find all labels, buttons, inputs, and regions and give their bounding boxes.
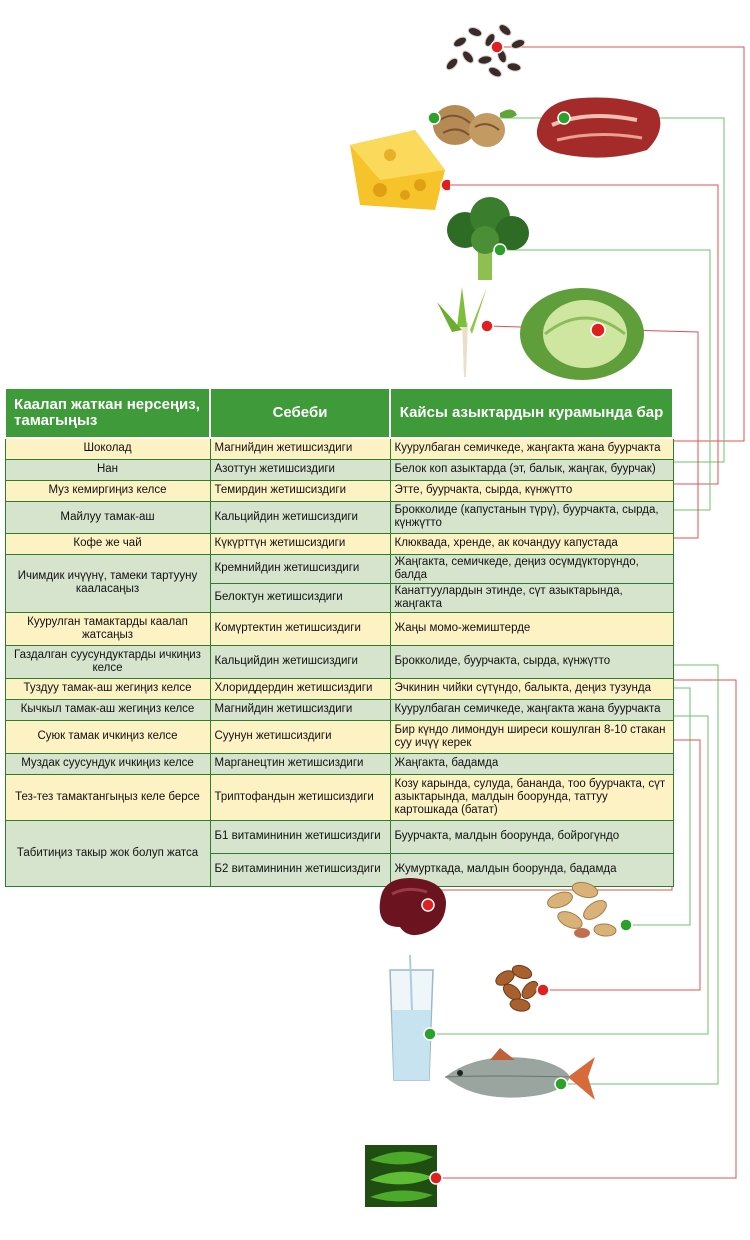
table-row: Куурулган тамактарды каалап жатсаңыз Ком… xyxy=(4,611,674,646)
craving-cell: Шоколад xyxy=(4,437,211,460)
broccoli-icon xyxy=(447,197,529,280)
sources-cell: Бир күндо лимондун ширеси кошулган 8-10 … xyxy=(389,719,674,754)
reason-cell: Марганецтин жетишсиздиги xyxy=(209,752,391,775)
table-row: Ичимдик ичүүнү, тамеки тартууну каалаcаң… xyxy=(4,553,674,613)
table-row: Туздуу тамак-аш жегиңиз келсе Хлориддерд… xyxy=(4,677,674,700)
liver-icon xyxy=(379,877,446,936)
table-row: Тез-тез тамактангыңыз келе берсе Триптоф… xyxy=(4,773,674,821)
table-row: Муз кемиргиңиз келсе Темирдин жетишсизди… xyxy=(4,479,674,502)
sunflower-seeds-icon xyxy=(445,24,526,78)
table-row: Шоколад Магнийдин жетишсиздиги Куурулбаг… xyxy=(4,437,674,460)
sources-cell: Канаттуулардын этинде, сүт азыктарында, … xyxy=(389,582,674,613)
craving-table: Каалап жаткан нерсеңиз, тамагыңыз Себеби… xyxy=(4,387,674,887)
craving-cell: Табитиңиз такыр жок болуп жатса xyxy=(4,819,211,887)
craving-cell: Нан xyxy=(4,458,211,481)
column-header-craving: Каалап жаткан нерсеңиз, тамагыңыз xyxy=(4,387,211,439)
table-row: Майлуу тамак-аш Кальцийдин жетишсиздиги … xyxy=(4,500,674,534)
reason-cell: Хлориддердин жетишсиздиги xyxy=(209,677,391,700)
sources-cell: Брокколиде, буурчакта, сырда, күнжүтто xyxy=(389,644,674,679)
craving-cell: Майлуу тамак-аш xyxy=(4,500,211,534)
reason-cell: Магнийдин жетишсиздиги xyxy=(209,698,391,721)
almond-icon xyxy=(495,964,550,1012)
reason-cell: Триптофандын жетишсиздиги xyxy=(209,773,391,821)
sources-cell: Клюквада, хренде, ак кочандуу капустада xyxy=(389,532,674,555)
fish-icon xyxy=(444,1048,595,1100)
sources-cell: Жаңгакта, семичкеде, деңиз осүмдүкторүнд… xyxy=(389,553,674,584)
reason-cell: Күкүрттүн жетишсиздиги xyxy=(209,532,391,555)
cheese-icon xyxy=(350,130,450,210)
reason-cell: Магнийдин жетишсиздиги xyxy=(209,437,391,460)
reason-cell: Кальцийдин жетишсиздиги xyxy=(209,644,391,679)
sources-cell: Эчкинин чийки сүтүндо, балыкта, деңиз ту… xyxy=(389,677,674,700)
sources-cell: Белок коп азыктарда (эт, балык, жаңгак, … xyxy=(389,458,674,481)
walnut-icon xyxy=(427,105,517,147)
table-row: Кофе же чай Күкүрттүн жетишсиздиги Клюкв… xyxy=(4,532,674,555)
craving-cell: Ичимдик ичүүнү, тамеки тартууну каалаcаң… xyxy=(4,553,211,613)
sources-cell: Жаңгакта, бадамда xyxy=(389,752,674,775)
sources-cell: Жаңы момо-жемиштерде xyxy=(389,611,674,646)
water-glass-icon xyxy=(389,955,437,1081)
craving-cell: Кычкыл тамак-аш жегиңиз келсе xyxy=(4,698,211,721)
reason-cell: Б2 витамининин жетишсиздиги xyxy=(209,852,391,887)
peanut-icon xyxy=(547,881,633,938)
sources-cell: Этте, буурчакта, сырда, күнжүтто xyxy=(389,479,674,502)
craving-cell: Тез-тез тамактангыңыз келе берсе xyxy=(4,773,211,821)
craving-cell: Суюк тамак ичкиңиз келсе xyxy=(4,719,211,754)
sources-cell: Куурулбаган семичкеде, жаңгакта жана буу… xyxy=(389,437,674,460)
column-header-reason: Себеби xyxy=(209,387,391,439)
craving-cell: Туздуу тамак-аш жегиңиз келсе xyxy=(4,677,211,700)
craving-cell: Кофе же чай xyxy=(4,532,211,555)
horseradish-icon xyxy=(437,287,494,377)
table-row: Табитиңиз такыр жок болуп жатса Б1 витам… xyxy=(4,819,674,887)
reason-cell: Комүртектин жетишсиздиги xyxy=(209,611,391,646)
table-row: Белоктун жетишсиздиги Канаттуулардын эти… xyxy=(5,582,674,613)
table-row: Суюк тамак ичкиңиз келсе Суунун жетишсиз… xyxy=(4,719,674,754)
craving-cell: Муздак суусундук ичкиңиз келсе xyxy=(4,752,211,775)
reason-cell: Кремнийдин жетишсиздиги xyxy=(209,553,391,584)
table-row: Газдалган суусундуктарды ичкиңиз келсе К… xyxy=(4,644,674,679)
table-row: Б2 витамининин жетишсиздиги Жумурткада, … xyxy=(5,852,674,887)
sources-cell: Куурулбаган семичкеде, жаңгакта жана буу… xyxy=(389,698,674,721)
sources-cell: Буурчакта, малдын боорунда, бойрогүндо xyxy=(389,819,674,854)
cabbage-icon xyxy=(520,288,644,380)
reason-cell: Темирдин жетишсиздиги xyxy=(209,479,391,502)
sources-cell: Брокколиде (капустанын түрү), буурчакта,… xyxy=(389,500,674,534)
reason-cell: Белоктун жетишсиздиги xyxy=(209,582,391,613)
peas-icon xyxy=(365,1145,443,1207)
table-row: Нан Азоттун жетишсиздиги Белок коп азыкт… xyxy=(4,458,674,481)
craving-cell: Куурулган тамактарды каалап жатсаңыз xyxy=(4,611,211,646)
reason-cell: Б1 витамининин жетишсиздиги xyxy=(209,819,391,854)
sources-cell: Жумурткада, малдын боорунда, бадамда xyxy=(389,852,674,887)
table-row: Кычкыл тамак-аш жегиңиз келсе Магнийдин … xyxy=(4,698,674,721)
column-header-sources: Кайсы азыктардын курамында бар xyxy=(389,387,674,439)
sources-cell: Козу карында, сулуда, бананда, тоо буурч… xyxy=(389,773,674,821)
reason-cell: Кальцийдин жетишсиздиги xyxy=(209,500,391,534)
craving-cell: Газдалган суусундуктарды ичкиңиз келсе xyxy=(4,644,211,679)
craving-cell: Муз кемиргиңиз келсе xyxy=(4,479,211,502)
meat-icon xyxy=(536,97,661,158)
table-row: Муздак суусундук ичкиңиз келсе Марганецт… xyxy=(4,752,674,775)
reason-cell: Суунун жетишсиздиги xyxy=(209,719,391,754)
reason-cell: Азоттун жетишсиздиги xyxy=(209,458,391,481)
